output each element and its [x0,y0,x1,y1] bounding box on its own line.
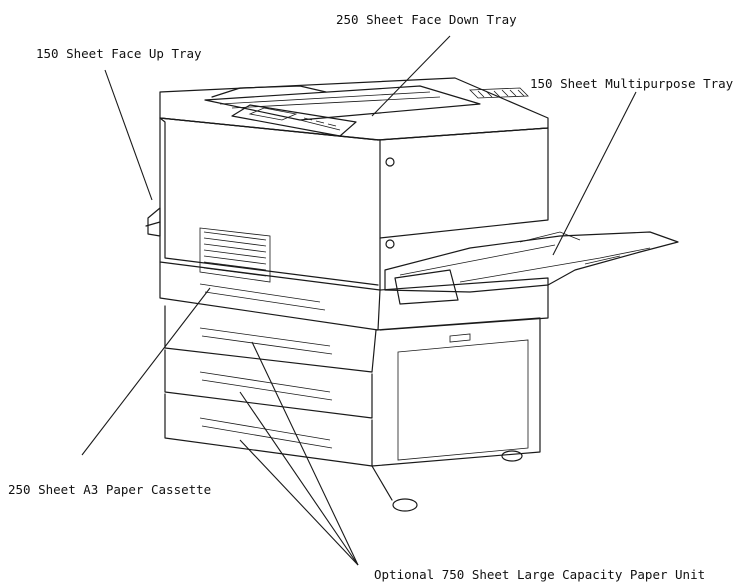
side-knob-lower [385,239,395,249]
callout-a3-paper-cassette: 250 Sheet A3 Paper Cassette [8,482,212,497]
multipurpose-tray [384,231,679,305]
callout-face-up-tray: 150 Sheet Face Up Tray [36,46,202,61]
callout-large-capacity-unit: Optional 750 Sheet Large Capacity Paper … [374,567,706,582]
callout-face-down-tray: 250 Sheet Face Down Tray [336,12,517,27]
printer-front [159,117,549,291]
top-vent [469,87,529,99]
face-up-tray [145,207,161,237]
a3-cassette [159,261,549,331]
large-capacity-unit [164,305,541,467]
control-panel [231,104,357,137]
printer-top [159,77,549,141]
face-down-tray [204,85,481,121]
side-knob-upper [385,157,395,167]
front-vent [199,227,271,283]
callout-multipurpose-tray: 150 Sheet Multipurpose Tray [530,76,734,91]
leader-lines [81,35,637,566]
casters [371,450,523,512]
